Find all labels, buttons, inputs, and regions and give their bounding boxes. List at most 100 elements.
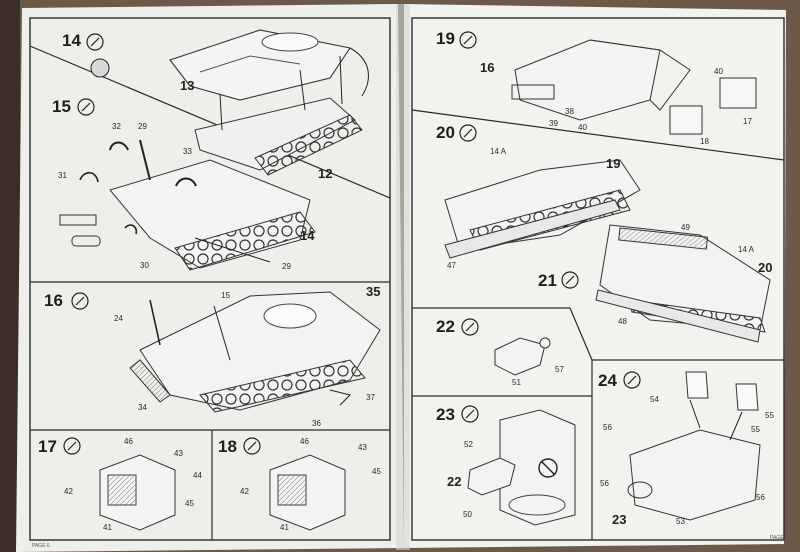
track-guard: [595, 289, 761, 343]
side-bracket: [511, 84, 555, 100]
stowage-box: [669, 105, 703, 135]
part-label: 45: [372, 467, 381, 476]
part-label: 38: [565, 107, 574, 116]
part-label: 56: [603, 423, 612, 432]
glue-icon-nozzle: [465, 409, 475, 419]
step-number: 15: [52, 97, 71, 116]
hook-part: [79, 171, 99, 183]
stowage-box: [719, 77, 757, 109]
mantlet-front: [627, 481, 653, 499]
part-label: 14: [300, 228, 315, 243]
handle-part: [175, 177, 197, 187]
part-label: 57: [555, 365, 564, 374]
track-assembly: [199, 359, 366, 413]
glue-icon: [459, 124, 477, 142]
glue-icon: [561, 271, 579, 289]
turret-assembly: [629, 429, 761, 521]
front-plate: [129, 359, 171, 403]
part-label: 40: [578, 123, 587, 132]
glue-icon-nozzle: [465, 322, 475, 332]
glue-icon-nozzle: [81, 102, 91, 112]
part-label: 20: [758, 260, 772, 275]
part-label: 56: [600, 479, 609, 488]
step-number: 20: [436, 123, 455, 142]
right-page: [404, 4, 786, 548]
antenna-part: [149, 299, 161, 346]
step-24: 24 54 55 56 56 53 23 56 55: [598, 371, 774, 527]
glue-icon-nozzle: [463, 128, 473, 138]
box-panel: [277, 474, 307, 506]
step-number: 16: [44, 291, 63, 310]
no-glue-icon: [538, 458, 558, 478]
assembly-arrow: [299, 69, 306, 111]
part-label: 22: [447, 474, 461, 489]
step-number: 24: [598, 371, 617, 390]
step-17: 17 46 43 44 42 41 45: [38, 437, 202, 532]
glue-icon-nozzle: [75, 296, 85, 306]
assembly-arrow: [339, 55, 343, 105]
step-number: 22: [436, 317, 455, 336]
part-label: 18: [700, 137, 709, 146]
part-label: 39: [549, 119, 558, 128]
hull-detail-line: [199, 55, 301, 73]
track-assembly: [254, 114, 363, 176]
paint-pot-icon: [90, 58, 110, 78]
part-label: 30: [140, 261, 149, 270]
part-label: 48: [618, 317, 627, 326]
step-18: 18 46 43 45 42 41: [218, 437, 381, 532]
glue-icon: [63, 437, 81, 455]
part-label: 14 A: [738, 245, 755, 254]
turret-shell: [499, 409, 576, 526]
part-label: 24: [114, 314, 123, 323]
stowage-box: [99, 454, 176, 531]
step-number: 23: [436, 405, 455, 424]
part-label: 46: [300, 437, 309, 446]
part-label: 47: [447, 261, 456, 270]
glue-icon: [461, 318, 479, 336]
turret-ring: [508, 494, 566, 516]
left-page-frame: [29, 17, 391, 541]
step-number: 19: [436, 29, 455, 48]
part-label: 19: [606, 156, 620, 171]
part-label: 52: [464, 440, 473, 449]
step-23: 23 52 22 50: [436, 405, 576, 526]
step-number: 14: [62, 31, 81, 50]
part-label: 37: [366, 393, 375, 402]
part-label: 33: [183, 147, 192, 156]
page-fold: [396, 4, 410, 550]
part-label: 15: [221, 291, 230, 300]
part-label: 17: [743, 117, 752, 126]
turret-ring: [261, 32, 319, 52]
part-label: 45: [185, 499, 194, 508]
part-label: 32: [112, 122, 121, 131]
assembly-arrow: [219, 93, 223, 131]
part-label: 40: [714, 67, 723, 76]
glue-icon: [243, 437, 261, 455]
glue-icon-nozzle: [565, 275, 575, 285]
handle-part: [109, 141, 129, 151]
part-label: 36: [312, 419, 321, 428]
assembly-arrow: [213, 305, 231, 361]
tow-cable: [194, 237, 271, 263]
part-label: 54: [650, 395, 659, 404]
step-15: 15 32 29 31 33 30 14 29: [52, 97, 316, 271]
part-label: 41: [280, 523, 289, 532]
part-label: 55: [751, 425, 760, 434]
top-rail: [618, 227, 709, 250]
assembly-arrow: [689, 399, 701, 429]
part-label: 35: [366, 284, 380, 299]
table-edge: [0, 0, 20, 552]
periscope-hood: [735, 383, 759, 411]
cable-line: [349, 47, 369, 97]
glue-icon-nozzle: [247, 441, 257, 451]
part-label: 29: [138, 122, 147, 131]
glue-icon: [461, 405, 479, 423]
part-label: 44: [193, 471, 202, 480]
box-panel: [107, 474, 137, 506]
track-guard: [444, 199, 621, 259]
part-label: 55: [765, 411, 774, 420]
part-label: 46: [124, 437, 133, 446]
part-label: 41: [103, 523, 112, 532]
antenna-part: [139, 139, 151, 181]
